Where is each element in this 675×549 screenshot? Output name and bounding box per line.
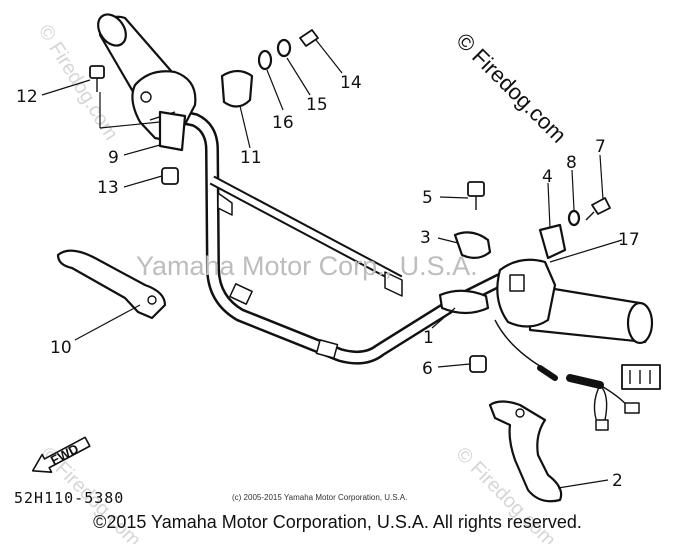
brake-lever xyxy=(488,400,563,503)
right-grip xyxy=(494,258,654,381)
small-copyright: (c) 2005-2015 Yamaha Motor Corporation, … xyxy=(232,493,407,502)
small-parts xyxy=(89,29,611,373)
callout-17: 17 xyxy=(618,230,640,250)
callout-16: 16 xyxy=(272,113,294,133)
callout-4: 4 xyxy=(542,167,553,187)
leader-lines xyxy=(41,39,623,489)
callout-6: 6 xyxy=(422,359,433,379)
callout-11: 11 xyxy=(240,148,262,168)
firedog-watermark: © Firedog.com xyxy=(451,28,571,148)
callout-13: 13 xyxy=(97,178,119,198)
callout-14: 14 xyxy=(340,73,362,93)
callout-2: 2 xyxy=(612,471,623,491)
callout-1: 1 xyxy=(423,328,434,348)
clutch-lever xyxy=(56,249,167,320)
handlebar xyxy=(143,103,507,365)
footer-copyright: ©2015 Yamaha Motor Corporation, U.S.A. A… xyxy=(93,512,582,532)
wire-harness xyxy=(566,364,661,431)
yamaha-watermark: Yamaha Motor Corp., U.S.A. xyxy=(136,251,478,281)
callout-5: 5 xyxy=(422,188,433,208)
callout-10: 10 xyxy=(50,338,72,358)
callout-9: 9 xyxy=(108,148,119,168)
callout-7: 7 xyxy=(595,137,606,157)
callout-8: 8 xyxy=(566,153,577,173)
callout-15: 15 xyxy=(306,95,328,115)
callout-numbers: 12 9 13 10 11 16 15 14 3 1 6 5 4 8 7 17 … xyxy=(16,73,640,491)
diagram-number: 52H110-5380 xyxy=(14,489,124,507)
callout-12: 12 xyxy=(16,87,38,107)
callout-3: 3 xyxy=(420,228,431,248)
